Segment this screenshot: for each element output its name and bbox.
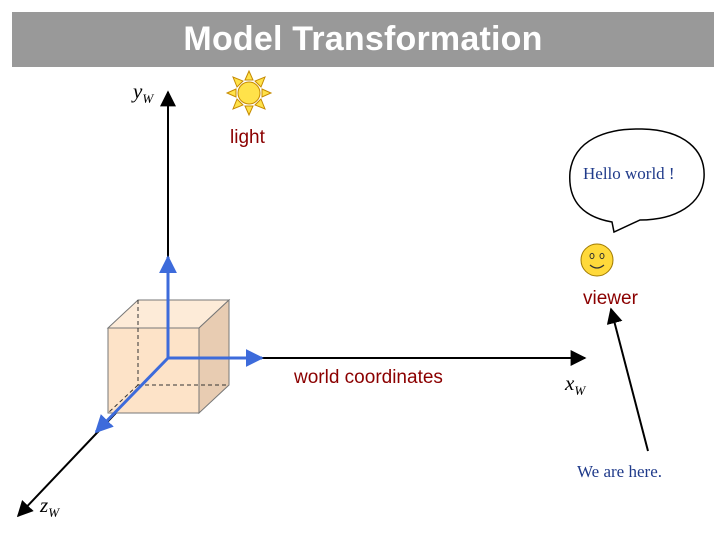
cube-front-face — [107, 327, 200, 414]
local-z-axis — [94, 356, 170, 434]
light-label: light — [230, 127, 266, 148]
speech-text: Hello world ! — [583, 164, 675, 183]
title-bar: Model Transformation — [12, 12, 714, 67]
viewer-label: viewer — [583, 288, 639, 309]
viewer-pointer-arrow — [606, 307, 649, 452]
sun-icon — [225, 69, 273, 117]
x-axis-label: xW — [564, 371, 586, 398]
world-coordinates-label: world coordinates — [293, 367, 443, 388]
page-title: Model Transformation — [183, 20, 543, 58]
speech-bubble — [569, 128, 705, 234]
y-axis-label: yW — [131, 79, 154, 106]
we-are-here-label: We are here. — [577, 462, 662, 481]
smiley-face-icon — [580, 243, 614, 277]
cube-object — [106, 298, 231, 415]
z-axis-label: zW — [39, 493, 60, 520]
